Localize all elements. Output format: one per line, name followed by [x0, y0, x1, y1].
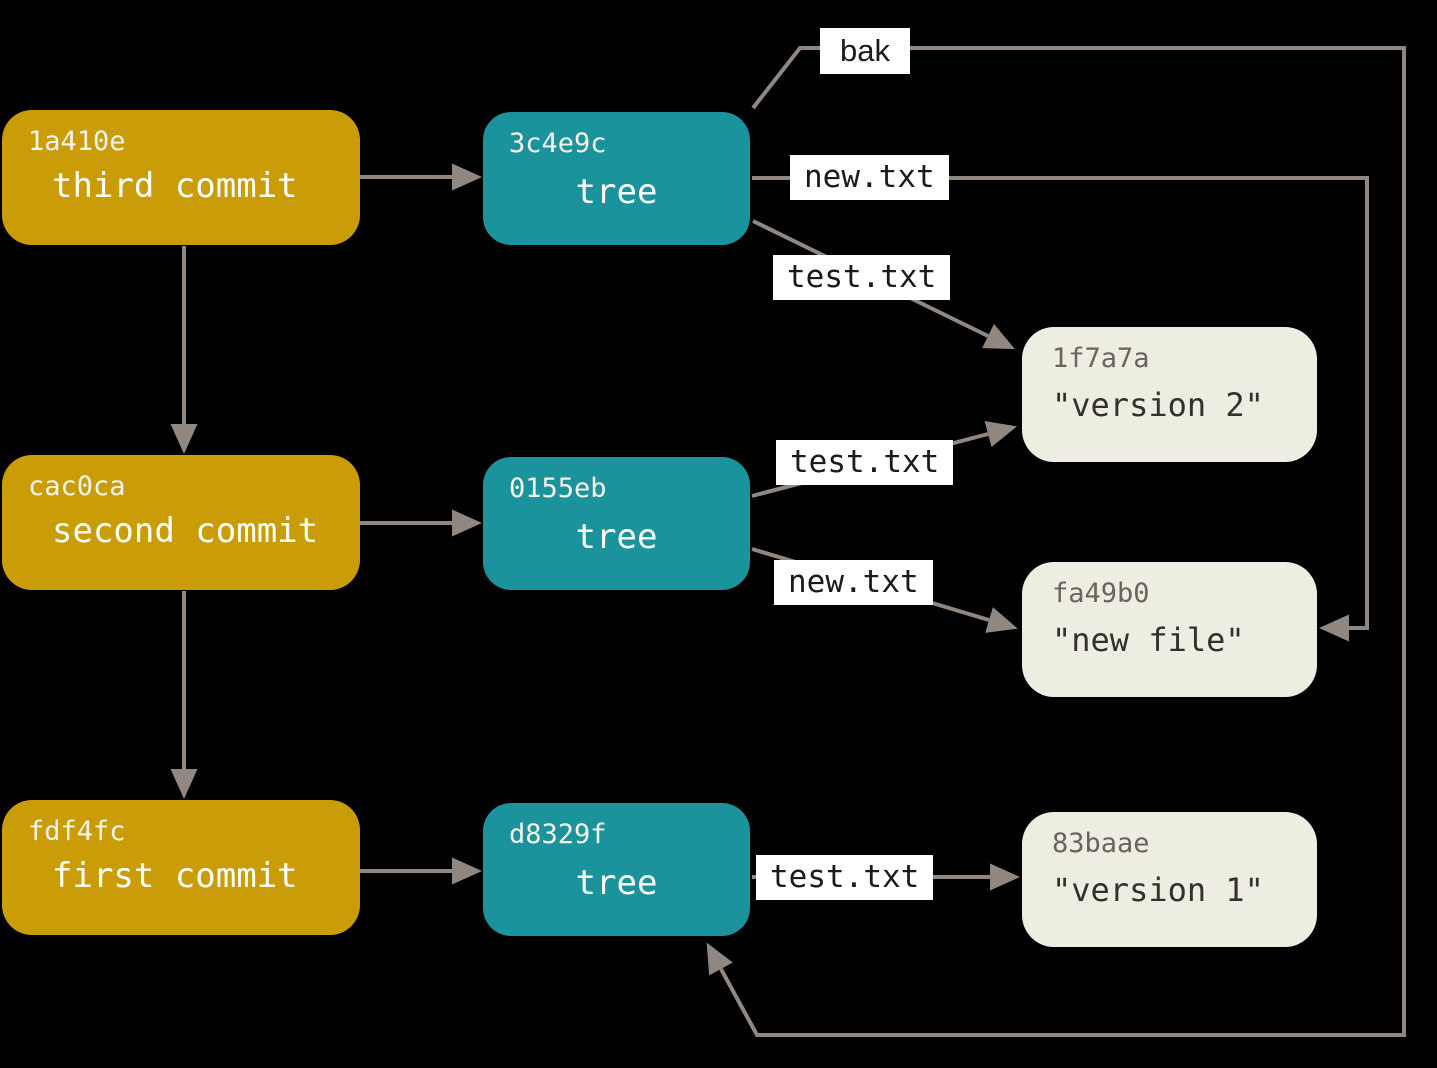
- edge-label-test-txt-bottom: test.txt: [756, 855, 934, 900]
- tree-node-d8329f: d8329f tree: [483, 803, 750, 936]
- edge-tree1-newtxt-to-blob2: [752, 176, 1369, 642]
- blob-node-fa49b0: fa49b0 "new file": [1022, 562, 1317, 697]
- blob-label: "version 1": [1052, 871, 1264, 909]
- tree-hash: d8329f: [509, 819, 607, 850]
- tree-label: tree: [575, 517, 658, 557]
- commit-hash: cac0ca: [28, 471, 126, 502]
- edge-label-bak: bak: [820, 28, 910, 74]
- edge-label-test-txt-top: test.txt: [773, 255, 951, 300]
- commit-label: first commit: [52, 856, 298, 896]
- edge-label-new-txt-middle: new.txt: [774, 560, 933, 605]
- commit-label: third commit: [52, 166, 298, 206]
- tree-label: tree: [575, 172, 658, 212]
- commit-node-first: fdf4fc first commit: [2, 800, 360, 935]
- tree-node-3c4e9c: 3c4e9c tree: [483, 112, 750, 245]
- blob-hash: fa49b0: [1052, 578, 1150, 609]
- tree-node-0155eb: 0155eb tree: [483, 457, 750, 590]
- commit-node-third: 1a410e third commit: [2, 110, 360, 245]
- blob-node-83baae: 83baae "version 1": [1022, 812, 1317, 947]
- tree-label: tree: [575, 863, 658, 903]
- blob-hash: 1f7a7a: [1052, 343, 1150, 374]
- edge-tree1-bak-to-tree3: [706, 46, 1406, 1037]
- commit-label: second commit: [52, 511, 319, 551]
- tree-hash: 0155eb: [509, 473, 607, 504]
- blob-label: "new file": [1052, 621, 1245, 659]
- commit-node-second: cac0ca second commit: [2, 455, 360, 590]
- blob-node-1f7a7a: 1f7a7a "version 2": [1022, 327, 1317, 462]
- blob-label: "version 2": [1052, 386, 1264, 424]
- edge-label-test-txt-middle: test.txt: [776, 440, 954, 485]
- commit-hash: 1a410e: [28, 126, 126, 157]
- blob-hash: 83baae: [1052, 828, 1150, 859]
- tree-hash: 3c4e9c: [509, 128, 607, 159]
- edge-label-new-txt-top: new.txt: [790, 155, 949, 200]
- commit-hash: fdf4fc: [28, 816, 126, 847]
